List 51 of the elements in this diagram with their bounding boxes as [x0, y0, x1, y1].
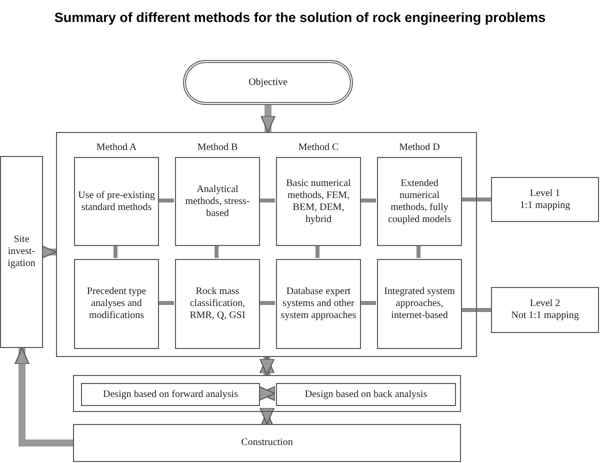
node-text: Design based on forward analysis	[103, 388, 238, 400]
connector	[259, 301, 275, 305]
connector	[214, 245, 218, 258]
node-text: Use of pre-existing standard methods	[78, 190, 155, 214]
terminal-shape	[183, 60, 353, 105]
block-arrow	[260, 105, 276, 132]
diagram-title: Summary of different methods for the solution of rock engineering problems	[53, 9, 547, 27]
connector	[416, 245, 420, 258]
node-text: Level 2	[530, 298, 560, 310]
node-text: Objective	[248, 76, 288, 88]
node-text: Basic numerical methods, FEM, BEM, DEM, hybrid	[285, 178, 352, 226]
block-arrow	[258, 386, 276, 401]
connector	[360, 301, 376, 305]
connector	[360, 198, 376, 202]
column-heading: Method C	[297, 141, 340, 155]
column-heading: Method A	[95, 141, 138, 155]
process-box	[81, 383, 260, 406]
connector	[114, 245, 118, 258]
connector	[259, 198, 275, 202]
connector	[461, 198, 491, 202]
connector	[461, 308, 491, 312]
node-text: Site invest- igation	[6, 234, 36, 270]
process-box	[276, 259, 361, 349]
process-box	[74, 259, 159, 349]
block-arrow	[260, 356, 274, 376]
node-text: Design based on back analysis	[304, 388, 428, 400]
group-frame	[73, 375, 461, 412]
process-box	[377, 259, 462, 349]
node-text: Level 1	[530, 188, 560, 200]
process-box	[0, 156, 43, 348]
node-text: Analytical methods, stress-based	[184, 184, 251, 220]
column-heading: Method B	[196, 141, 239, 155]
node-text: Not 1:1 mapping	[511, 310, 579, 322]
node-text: Extended numerical methods, fully coupled models	[386, 178, 452, 226]
node-text: Precedent type analyses and modifications	[86, 286, 148, 322]
connector	[158, 301, 174, 305]
process-box	[491, 177, 599, 222]
process-box	[276, 383, 456, 406]
node-text: Construction	[241, 437, 293, 449]
column-heading: Method D	[398, 141, 441, 155]
connector	[316, 245, 320, 258]
node-text: Rock mass classification, RMR, Q, GSI	[188, 286, 246, 322]
group-frame	[56, 132, 477, 357]
process-box	[73, 424, 461, 462]
node-text: Database expert systems and other system approaches	[280, 286, 357, 322]
process-box	[175, 259, 260, 349]
process-box	[491, 287, 599, 333]
node-text: Integrated system approaches, internet-based	[383, 286, 456, 322]
connector	[158, 198, 174, 202]
block-arrow	[14, 348, 73, 446]
node-text: 1:1 mapping	[520, 200, 570, 212]
